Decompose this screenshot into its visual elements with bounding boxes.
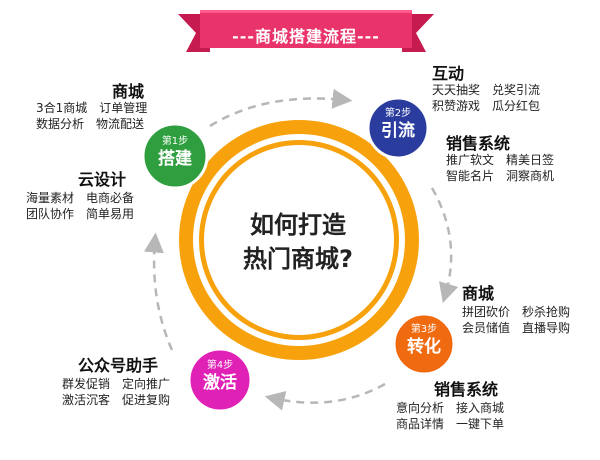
- step4-badge: [187, 347, 253, 413]
- arrow-step2-to-step3: [430, 187, 459, 304]
- step4-number: 第4步: [206, 360, 234, 371]
- gongzhonghao-desc: 群发促销 定向推广 激活沉客 促进复购: [62, 376, 170, 408]
- arrow-step1-to-step2: [209, 88, 353, 128]
- shangcheng-left-desc: 3合1商城 订单管理 数据分析 物流配送: [36, 100, 147, 132]
- xiaoshou-bottom-desc: 意向分析 接入商城 商品详情 一键下单: [396, 400, 504, 432]
- step3-name: 转化: [407, 337, 441, 357]
- arrow-step3-to-step4: [264, 382, 386, 411]
- desc-line: 群发促销 定向推广: [62, 377, 171, 391]
- step2-number: 第2步: [384, 108, 412, 119]
- step3-number: 第3步: [410, 324, 438, 335]
- desc-line: 3合1商城 订单管理: [36, 101, 148, 115]
- step2-label: 第2步 引流: [368, 108, 428, 142]
- step2-name: 引流: [381, 121, 415, 141]
- banner-body: [200, 10, 412, 48]
- banner-title: ---商城搭建流程---: [232, 27, 380, 46]
- desc-line: 智能名片 洞察商机: [446, 169, 555, 183]
- shangcheng-right-title: 商城: [462, 284, 495, 303]
- desc-line: 激活沉客 促进复购: [62, 393, 171, 407]
- yunsheji-desc: 海量素材 电商必备 团队协作 简单易用: [26, 190, 134, 222]
- desc-line: 数据分析 物流配送: [36, 117, 145, 131]
- desc-line: 天天抽奖 兑奖引流: [432, 83, 541, 97]
- center-line-2: 热门商城?: [243, 245, 353, 273]
- center-question: 如何打造 热门商城?: [208, 208, 388, 276]
- xiaoshou-bottom-title: 销售系统: [434, 380, 499, 399]
- desc-line: 海量素材 电商必备: [26, 191, 135, 205]
- step2-badge: [366, 96, 430, 160]
- shangcheng-right-desc: 拼团砍价 秒杀抢购 会员储值 直播导购: [462, 304, 570, 336]
- step1-badge: [141, 122, 209, 190]
- gongzhonghao-title: 公众号助手: [78, 356, 159, 375]
- step3-label: 第3步 转化: [394, 324, 454, 358]
- desc-line: 团队协作 简单易用: [26, 207, 135, 221]
- center-line-1: 如何打造: [250, 211, 346, 239]
- desc-line: 积赞游戏 瓜分红包: [432, 99, 541, 113]
- xiaoshou-top-desc: 推广软文 精美日签 智能名片 洞察商机: [446, 152, 554, 184]
- desc-line: 商品详情 一键下单: [396, 417, 505, 431]
- banner-highlight: [200, 10, 412, 13]
- step4-label: 第4步 激活: [190, 360, 250, 394]
- desc-line: 意向分析 接入商城: [396, 401, 505, 415]
- step3-badge: [392, 312, 456, 376]
- desc-line: 推广软文 精美日签: [446, 153, 555, 167]
- yunsheji-title: 云设计: [78, 170, 127, 189]
- hudong-desc: 天天抽奖 兑奖引流 积赞游戏 瓜分红包: [432, 82, 540, 114]
- step4-name: 激活: [203, 373, 237, 393]
- arrow-step4-to-step1: [143, 232, 174, 351]
- hudong-title: 互动: [432, 64, 465, 83]
- step1-name: 搭建: [158, 149, 192, 169]
- desc-line: 会员储值 直播导购: [462, 321, 571, 335]
- title-banner: [178, 10, 434, 52]
- center-disc: [204, 145, 394, 335]
- xiaoshou-top-title: 销售系统: [446, 134, 511, 153]
- desc-line: 拼团砍价 秒杀抢购: [462, 305, 571, 319]
- shangcheng-left-title: 商城: [112, 82, 145, 101]
- step1-label: 第1步 搭建: [145, 136, 205, 170]
- step1-number: 第1步: [161, 136, 189, 147]
